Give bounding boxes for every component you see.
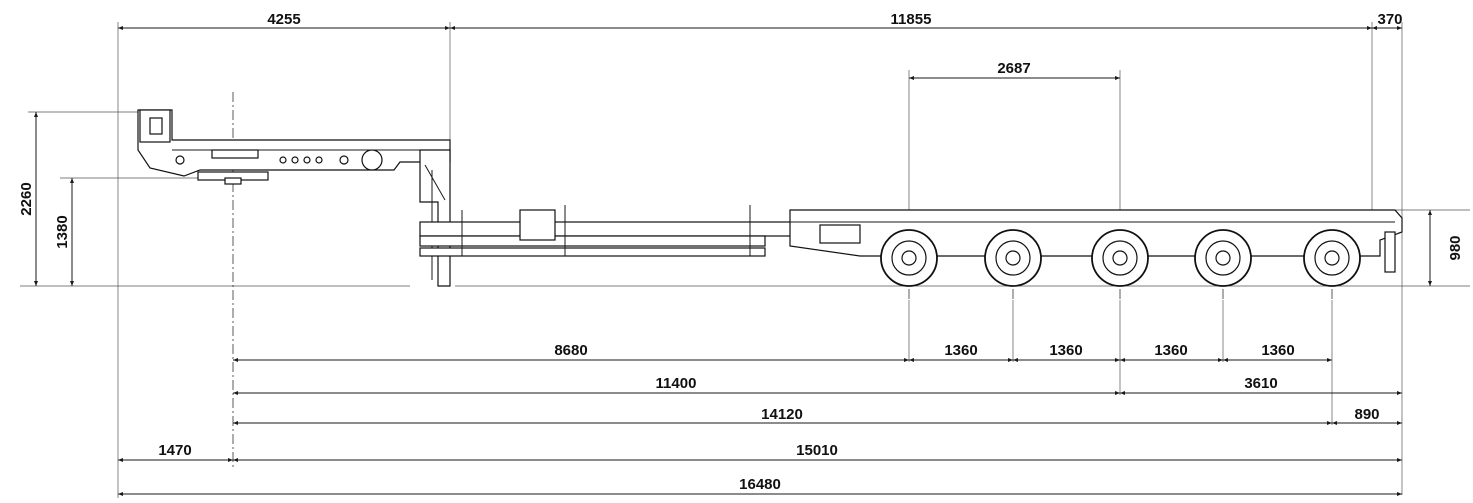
- dim-kingpin-to-center-axle: 11400: [656, 375, 697, 392]
- dim-top-main: 11855: [891, 11, 932, 28]
- dim-last-axle-to-rear: 890: [1354, 406, 1379, 423]
- dim-top-front: 4255: [267, 11, 300, 28]
- kingpin: [224, 177, 242, 185]
- dim-axle-pitch-3: 1360: [1154, 342, 1187, 359]
- spare-wheel-mount: [361, 149, 383, 171]
- wheel-1: [880, 229, 938, 287]
- dim-height-total: 2260: [18, 182, 35, 215]
- dim-axle-pitch-1: 1360: [944, 342, 977, 359]
- dimension-lines: [34, 26, 1432, 496]
- dim-front-overhang: 1470: [158, 442, 191, 459]
- extension-lines: [20, 22, 1470, 498]
- wheel-2: [984, 229, 1042, 287]
- wheel-4: [1194, 229, 1252, 287]
- wheel-5: [1303, 229, 1361, 287]
- wheel-3: [1091, 229, 1149, 287]
- dim-center-axle-to-rear: 3610: [1244, 375, 1277, 392]
- gooseneck-neck: [419, 149, 451, 287]
- dim-height-deck: 980: [1447, 235, 1464, 260]
- gooseneck-deck: [137, 109, 451, 177]
- trailer-body: [137, 109, 1403, 287]
- lowbed-frame-upper: [419, 221, 793, 237]
- lowbed-frame-lower: [419, 247, 766, 257]
- lowbed-frame-middle: [419, 235, 766, 247]
- dim-top-rear: 370: [1377, 11, 1402, 28]
- dim-kingpin-to-first-axle: 8680: [554, 342, 587, 359]
- dim-axle-group: 2687: [997, 60, 1030, 77]
- dim-axle-pitch-2: 1360: [1049, 342, 1082, 359]
- dim-kingpin-to-last-axle: 14120: [761, 406, 803, 423]
- dim-axle-pitch-4: 1360: [1261, 342, 1294, 359]
- dim-kingpin-to-rear: 15010: [796, 442, 838, 459]
- rear-bumper: [1384, 231, 1396, 273]
- dim-overall-length: 16480: [739, 476, 781, 493]
- dim-height-coupling: 1380: [54, 215, 71, 248]
